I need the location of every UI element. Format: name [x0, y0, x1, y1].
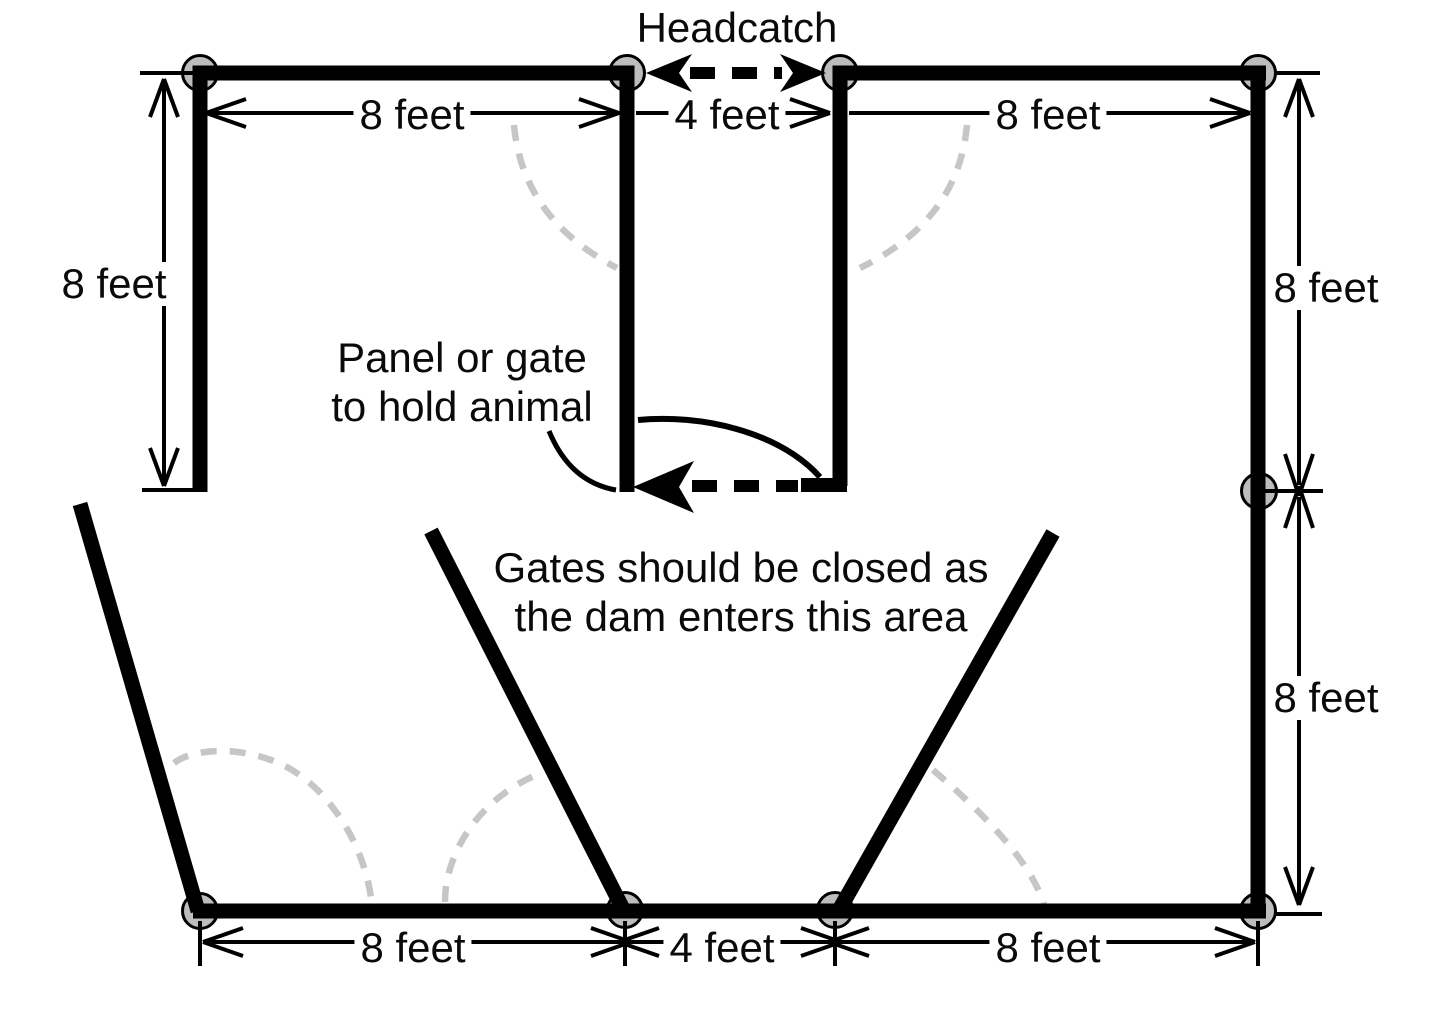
swing-arc-bottom-middle [441, 769, 543, 903]
dim-top-left: 8 feet [353, 93, 471, 137]
dim-bottom-right: 8 feet [989, 926, 1107, 970]
swing-arc-bottom-right [930, 767, 1048, 906]
gates-note-line2: the dam enters this area [514, 593, 968, 640]
gates-note: Gates should be closed as the dam enters… [494, 543, 989, 641]
panel-note-line1: Panel or gate [337, 333, 587, 381]
panel-note-line2: to hold animal [331, 383, 593, 430]
holding-panel [546, 415, 823, 513]
dim-left-side: 8 feet [55, 262, 173, 306]
dimension-lines [140, 71, 1323, 966]
gate-right [831, 529, 1060, 916]
swing-arc-top-left [510, 124, 619, 271]
panel-note: Panel or gate to hold animal [331, 333, 593, 431]
gate-middle [424, 527, 630, 913]
panel-swing-curve [637, 415, 823, 480]
swing-arc-top-right [858, 124, 971, 271]
swing-arc-bottom-left [172, 747, 375, 899]
posts [181, 54, 1278, 930]
gate-swing-arcs [172, 124, 1048, 906]
panel-arrowhead [633, 461, 694, 513]
gate-left [72, 501, 206, 914]
dim-right-lower: 8 feet [1267, 676, 1385, 720]
headcatch-arrow [646, 54, 826, 92]
panel-leader-curve [546, 430, 617, 493]
dim-right-upper: 8 feet [1267, 266, 1385, 310]
headcatch-arrowhead-left [646, 54, 692, 92]
dim-bottom-mid: 4 feet [663, 926, 781, 970]
headcatch-label: Headcatch [636, 4, 838, 51]
headcatch-arrowhead-right [780, 54, 826, 92]
dim-bottom-left: 8 feet [354, 926, 472, 970]
dim-top-mid: 4 feet [668, 93, 786, 137]
gates-note-line1: Gates should be closed as [493, 543, 989, 591]
fence-structure [72, 65, 1266, 919]
dim-top-right: 8 feet [989, 93, 1107, 137]
